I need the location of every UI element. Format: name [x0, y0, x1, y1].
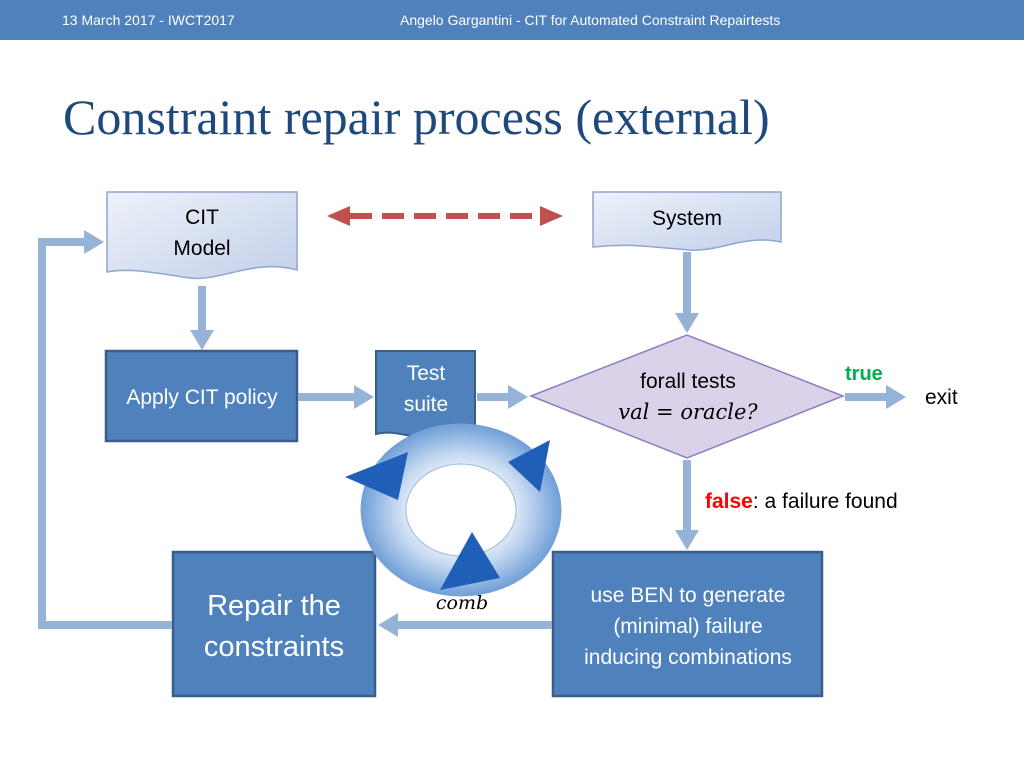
slide-title: Constraint repair process (external) — [63, 89, 770, 145]
decision-line2: val = oracle? — [618, 400, 758, 424]
cit-model-line2: Model — [173, 237, 230, 260]
repair-line1: Repair the — [207, 590, 341, 622]
relation-dashed-arrow — [327, 206, 563, 226]
test-suite-line1: Test — [407, 362, 446, 385]
true-label: true — [845, 363, 883, 385]
cit-model-node: CIT Model — [106, 191, 298, 280]
ben-node: use BEN to generate (minimal) failure in… — [551, 550, 824, 698]
apply-cit-policy-node: Apply CIT policy — [104, 349, 299, 443]
false-keyword: false — [705, 490, 753, 513]
comb-label: comb — [436, 592, 488, 614]
system-label: System — [652, 207, 722, 230]
false-description: : a failure found — [753, 490, 898, 513]
ben-line3: inducing combinations — [584, 646, 792, 669]
apply-cit-policy-label: Apply CIT policy — [126, 386, 278, 409]
test-suite-line2: suite — [404, 393, 448, 416]
decision-node: forall tests val = oracle? — [528, 334, 846, 459]
cycle-icon — [345, 423, 562, 597]
decision-line1: forall tests — [640, 370, 736, 393]
false-branch-label: false: a failure found — [705, 490, 898, 513]
header-bar: 13 March 2017 - IWCT2017 Angelo Garganti… — [0, 0, 1024, 40]
system-node: System — [592, 191, 782, 251]
exit-label: exit — [925, 386, 958, 409]
flow-arrows — [38, 230, 906, 637]
cit-model-line1: CIT — [185, 206, 219, 229]
header-author: Angelo Gargantini - CIT for Automated Co… — [400, 12, 781, 28]
ben-line1: use BEN to generate — [591, 584, 786, 607]
repair-line2: constraints — [204, 631, 344, 663]
ben-line2: (minimal) failure — [613, 615, 762, 638]
test-suite-node: Test suite — [375, 350, 476, 440]
header-date: 13 March 2017 - IWCT2017 — [62, 12, 235, 28]
arrow-repair-to-model — [38, 238, 172, 629]
repair-constraints-node: Repair the constraints — [171, 550, 377, 698]
